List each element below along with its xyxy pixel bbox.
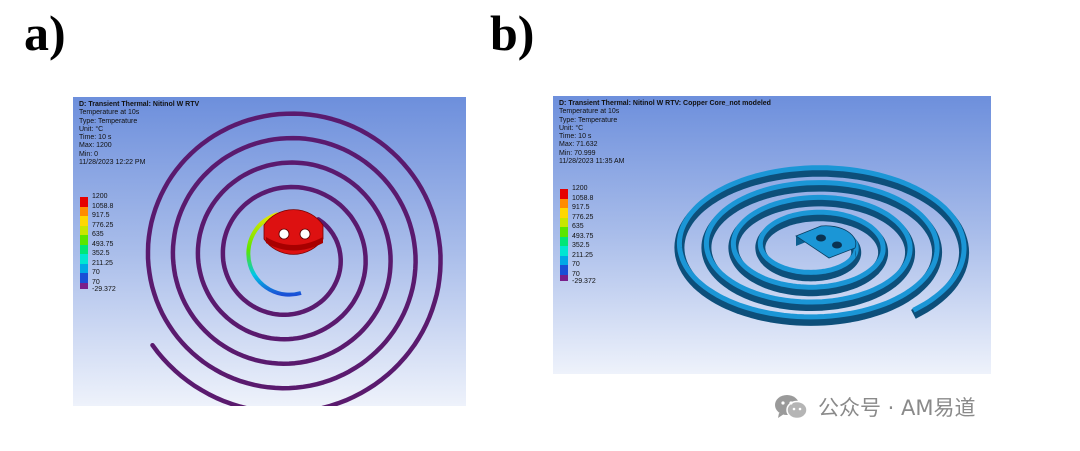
legend-label: 776.25 bbox=[92, 221, 114, 229]
info-line: Min: 0 bbox=[79, 150, 99, 158]
info-line: Unit: °C bbox=[559, 124, 584, 132]
legend-label: 493.75 bbox=[572, 232, 594, 240]
legend-swatch bbox=[80, 244, 88, 254]
info-line: Temperature at 10s bbox=[559, 108, 620, 116]
panel-a-core-part bbox=[246, 209, 324, 297]
legend-swatch bbox=[80, 206, 88, 216]
watermark: 公众号 · AM易道 bbox=[774, 388, 976, 426]
legend-swatch bbox=[560, 189, 568, 199]
info-line: 11/28/2023 11:35 AM bbox=[559, 158, 625, 166]
info-line: Max: 71.632 bbox=[559, 141, 598, 149]
legend-label: 1200 bbox=[92, 193, 108, 200]
legend-label: 1058.8 bbox=[92, 202, 114, 210]
legend-label: 70 bbox=[92, 269, 100, 276]
legend-label: 1200 bbox=[572, 185, 588, 192]
panel-b-core-part bbox=[795, 225, 857, 259]
legend-swatch bbox=[80, 197, 88, 207]
legend-swatch bbox=[560, 255, 568, 265]
legend-label: -29.372 bbox=[572, 277, 596, 285]
legend-label: -29.372 bbox=[92, 285, 116, 293]
panel-b-info: D: Transient Thermal: Nitinol W RTV: Cop… bbox=[559, 100, 771, 166]
spiral-coil bbox=[676, 165, 967, 320]
legend-swatch bbox=[80, 282, 88, 289]
legend-swatch bbox=[560, 274, 568, 281]
info-line: Min: 70.999 bbox=[559, 149, 596, 157]
legend-label: 352.5 bbox=[92, 250, 110, 257]
legend-swatch bbox=[80, 225, 88, 235]
legend-label: 635 bbox=[92, 231, 104, 238]
legend-swatch bbox=[80, 216, 88, 226]
legend-swatch bbox=[80, 254, 88, 264]
legend-label: 70 bbox=[572, 270, 580, 278]
info-line: Temperature at 10s bbox=[79, 109, 140, 117]
info-line: 11/28/2023 12:22 PM bbox=[79, 159, 146, 167]
panel-b-label: b) bbox=[490, 5, 535, 61]
spiral-coil bbox=[145, 111, 443, 406]
legend-swatch bbox=[80, 235, 88, 245]
panel-a-info: D: Transient Thermal: Nitinol W RTV Temp… bbox=[79, 101, 199, 167]
legend-label: 70 bbox=[572, 261, 580, 268]
legend-label: 70 bbox=[92, 278, 100, 286]
legend-swatch bbox=[560, 227, 568, 237]
info-line: Type: Temperature bbox=[79, 117, 138, 125]
panel-b-spiral-model bbox=[674, 165, 970, 326]
core-half-disc bbox=[795, 225, 857, 259]
panel-a-spiral-model bbox=[145, 111, 443, 406]
legend-swatch bbox=[560, 236, 568, 246]
legend-label: 635 bbox=[572, 223, 584, 230]
hole bbox=[816, 234, 826, 242]
watermark-text: 公众号 · AM易道 bbox=[818, 396, 976, 420]
panel-b-title: D: Transient Thermal: Nitinol W RTV: Cop… bbox=[559, 100, 771, 107]
inner-ring bbox=[246, 212, 302, 297]
panel-a-viewport: D: Transient Thermal: Nitinol W RTV Temp… bbox=[73, 97, 466, 406]
hole bbox=[299, 228, 311, 240]
legend-label: 776.25 bbox=[572, 213, 594, 221]
hole bbox=[832, 241, 842, 249]
info-line: Max: 1200 bbox=[79, 142, 112, 150]
legend-label: 493.75 bbox=[92, 240, 114, 248]
legend-swatch bbox=[560, 208, 568, 218]
legend-swatch bbox=[560, 217, 568, 227]
info-line: Type: Temperature bbox=[559, 116, 618, 124]
legend-label: 917.5 bbox=[92, 212, 110, 219]
legend-label: 211.25 bbox=[92, 259, 113, 267]
legend-label: 1058.8 bbox=[572, 194, 594, 202]
info-line: Time: 10 s bbox=[559, 133, 592, 141]
legend-swatch bbox=[560, 246, 568, 256]
panel-b-viewport: D: Transient Thermal: Nitinol W RTV: Cop… bbox=[553, 96, 991, 374]
wechat-icon bbox=[774, 394, 808, 420]
legend-swatch bbox=[560, 265, 568, 275]
heater-side bbox=[266, 237, 323, 251]
info-line: Unit: °C bbox=[79, 125, 104, 133]
hole bbox=[278, 228, 290, 240]
info-line: Time: 10 s bbox=[79, 134, 112, 142]
legend-swatch bbox=[80, 273, 88, 283]
panel-a-label: a) bbox=[24, 5, 66, 61]
legend-swatch bbox=[80, 263, 88, 273]
legend-label: 211.25 bbox=[572, 251, 593, 259]
legend-swatch bbox=[560, 198, 568, 208]
panel-a-title: D: Transient Thermal: Nitinol W RTV bbox=[79, 101, 200, 108]
legend-label: 352.5 bbox=[572, 242, 590, 249]
legend-label: 917.5 bbox=[572, 204, 590, 211]
